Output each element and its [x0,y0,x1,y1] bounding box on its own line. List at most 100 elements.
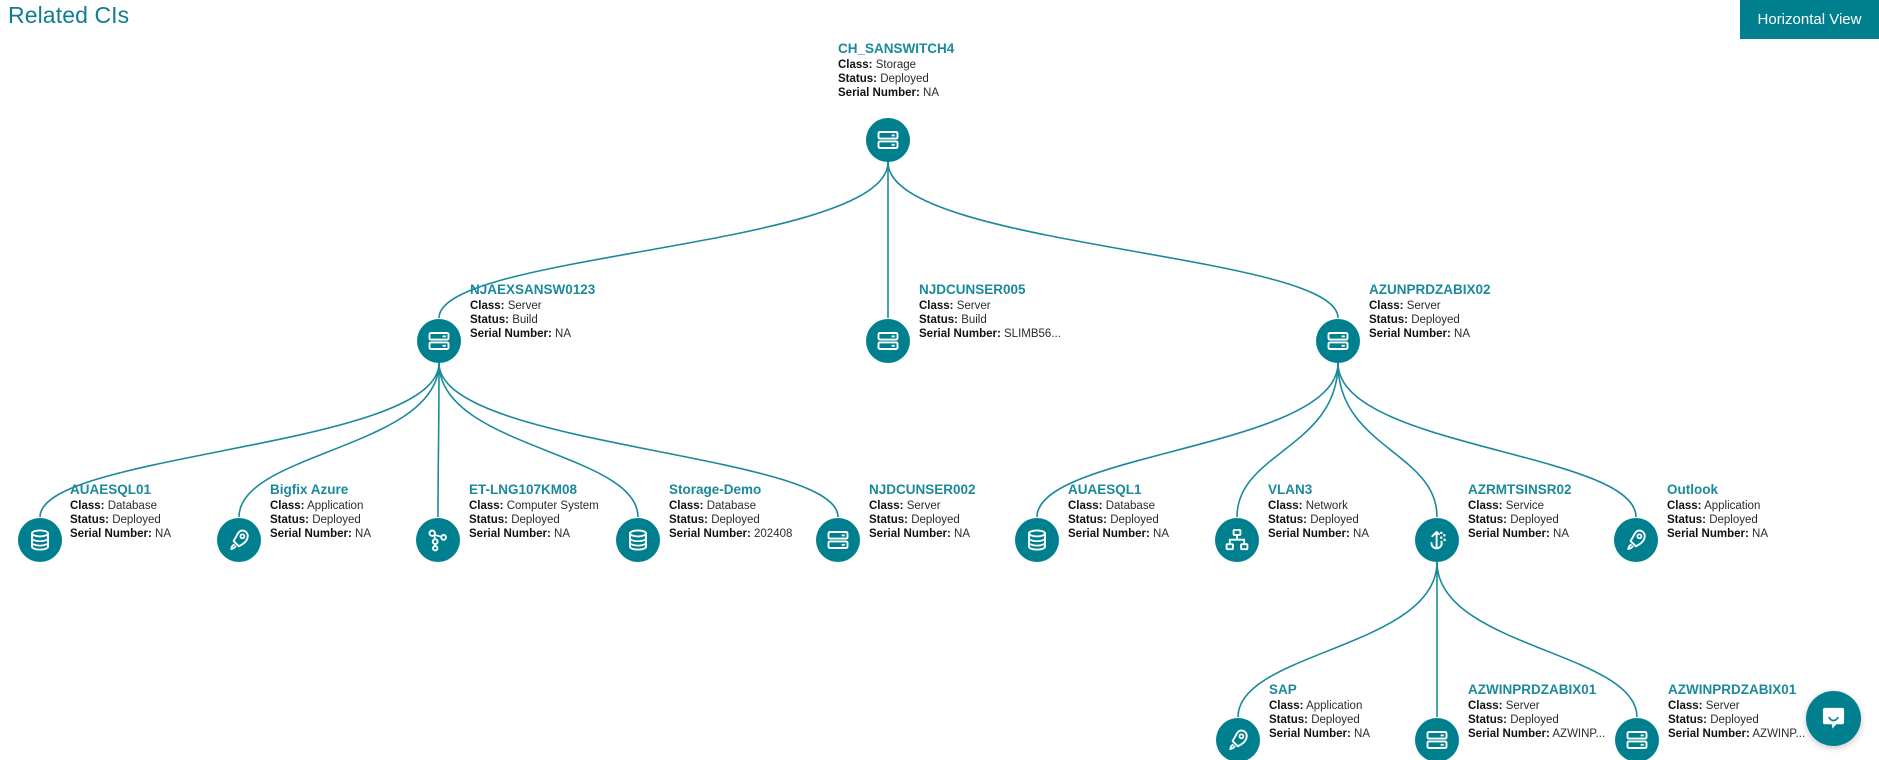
ci-node-status-value: Deployed [312,513,361,526]
ci-node-name[interactable]: Bigfix Azure [270,482,349,497]
ci-node-class-label: Class: [1667,499,1702,512]
ci-node-status: Status: Deployed [869,513,976,527]
ci-node-njaexsansw0123[interactable] [417,319,461,363]
network-icon [1225,528,1249,552]
ci-node-name[interactable]: SAP [1269,682,1297,697]
ci-node-name[interactable]: AUAESQL01 [70,482,152,497]
ci-node-serial-label: Serial Number: [1468,527,1550,540]
ci-node-class: Class: Application [1667,499,1768,513]
ci-node-name[interactable]: Storage-Demo [669,482,762,497]
ci-node-name[interactable]: NJAEXSANSW0123 [470,282,596,297]
ci-node-serial-value: NA [1553,527,1569,540]
ci-node-name[interactable]: NJDCUNSER005 [919,282,1026,297]
ci-node-name[interactable]: AZRMTSINSR02 [1468,482,1572,497]
ci-node-serial: Serial Number: NA [838,87,954,100]
ci-node-status-value: Deployed [911,513,960,526]
ci-node-class-label: Class: [469,499,504,512]
ci-node-class-value: Server [1705,699,1740,712]
ci-node-serial-value: NA [555,327,571,340]
ci-node-status-value: Deployed [511,513,560,526]
ci-node-serial: Serial Number: NA [1268,527,1369,541]
ci-node-serial: Serial Number: AZWINP... [1668,728,1805,741]
ci-node-status-value: Deployed [1710,713,1759,726]
computer-system-icon [426,528,450,552]
ci-node-serial-label: Serial Number: [70,527,152,540]
rocket-icon [227,528,251,552]
ci-node-status: Status: Deployed [70,514,171,527]
server-rack-icon [427,329,451,353]
ci-node-status-label: Status: [1268,513,1307,526]
ci-node-class-value: Computer System [506,499,599,512]
ci-node-class-label: Class: [1468,699,1503,712]
ci-node-serial: Serial Number: NA [869,528,976,541]
ci-node-serial-label: Serial Number: [669,527,751,540]
ci-node-status-label: Status: [838,72,877,85]
ci-node-serial-value: NA [1153,527,1169,540]
ci-node-class: Class: Service [1468,499,1572,513]
ci-node-class-label: Class: [1468,499,1503,512]
ci-node-class: Class: Server [1468,699,1605,713]
ci-node-class: Class: Database [669,500,792,513]
ci-node-name[interactable]: AZWINPRDZABIX01 [1468,682,1597,697]
ci-node-azunprdzabix02[interactable] [1316,319,1360,363]
ci-node-status-label: Status: [669,513,708,526]
ci-node-class-value: Database [107,499,157,512]
ci-node-et_lng107km08[interactable] [416,518,460,562]
ci-node-name[interactable]: AZWINPRDZABIX01 [1668,682,1797,697]
ci-node-auaesql1[interactable] [1015,518,1059,562]
ci-node-njdcunser005[interactable] [866,319,910,363]
ci-node-name[interactable]: AUAESQL1 [1068,482,1142,497]
ci-node-serial-label: Serial Number: [469,527,551,540]
ci-node-serial-label: Serial Number: [1268,527,1350,540]
ci-node-status-value: Build [961,313,987,326]
ci-node-status: Status: Deployed [1068,514,1169,527]
ci-node-bigfix_azure[interactable] [217,518,261,562]
ci-node-njdcunser002[interactable] [816,518,860,562]
ci-node-serial-value: NA [1752,527,1768,540]
ci-node-class: Class: Network [1268,499,1369,513]
ci-node-azwinprdzabix01_b[interactable] [1615,718,1659,760]
ci-node-status: Status: Deployed [1269,714,1370,727]
ci-node-auaesql01[interactable] [18,518,62,562]
horizontal-view-button[interactable]: Horizontal View [1740,0,1879,39]
ci-node-ch_sanswitch4[interactable] [866,118,910,162]
ci-node-serial: Serial Number: NA [1667,527,1768,541]
ci-node-name[interactable]: ET-LNG107KM08 [469,482,578,497]
ci-node-status-value: Deployed [1310,513,1359,526]
ci-node-class-label: Class: [1268,499,1303,512]
ci-node-serial-value: 202408 [754,527,793,540]
chat-bubble-glyph [1822,707,1845,729]
ci-node-class-value: Service [1505,499,1545,512]
ci-node-class-label: Class: [70,499,105,512]
ci-node-outlook[interactable] [1614,518,1658,562]
ci-node-sap[interactable] [1216,718,1260,760]
ci-node-class: Class: Server [869,499,976,513]
ci-node-status: Status: Deployed [1667,514,1768,527]
ci-node-status: Status: Deployed [669,513,792,527]
ci-node-class-label: Class: [869,499,904,512]
ci-node-name[interactable]: Outlook [1667,482,1718,497]
ci-node-status-value: Deployed [880,72,929,85]
ci-node-status-label: Status: [270,513,309,526]
ci-node-status: Status: Deployed [1268,513,1369,527]
ci-node-name[interactable]: VLAN3 [1268,482,1313,497]
ci-node-name[interactable]: CH_SANSWITCH4 [838,41,955,56]
ci-node-status: Status: Deployed [1468,513,1572,527]
ci-node-class-value: Network [1305,499,1348,512]
ci-node-class-value: Server [956,299,991,312]
ci-node-status-value: Deployed [1510,513,1559,526]
ci-node-azwinprdzabix01_a[interactable] [1415,718,1459,760]
ci-node-name[interactable]: AZUNPRDZABIX02 [1369,282,1491,297]
chat-bubble-icon[interactable] [1806,691,1861,746]
ci-node-class-value: Application [1306,699,1363,712]
ci-node-vlan3[interactable] [1215,518,1259,562]
ci-node-storage_demo[interactable] [616,518,660,562]
ci-node-azrmtsinsr02[interactable] [1415,518,1459,562]
ci-node-name[interactable]: NJDCUNSER002 [869,482,976,497]
ci-node-class: Class: Application [270,500,371,513]
